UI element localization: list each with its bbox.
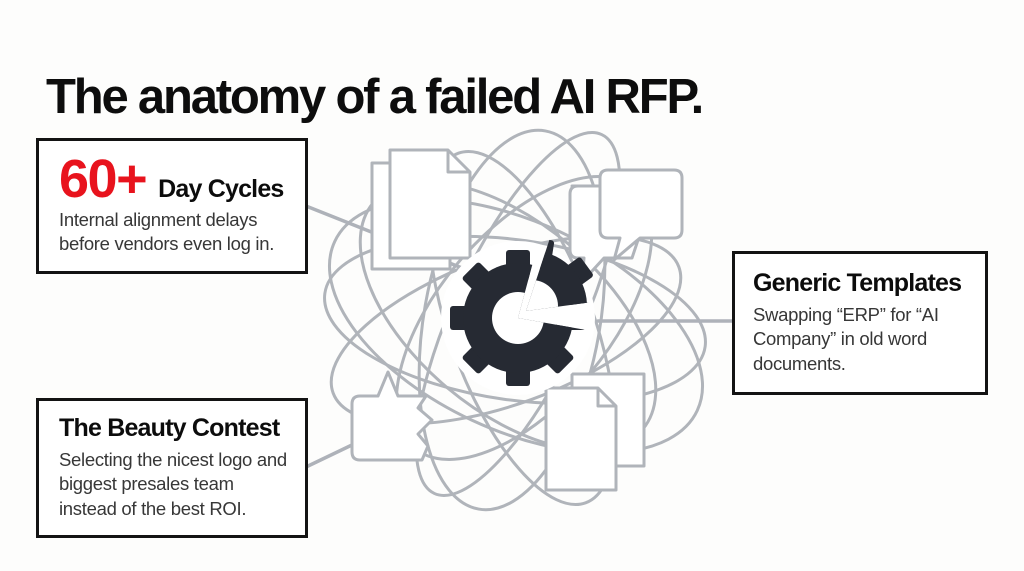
generic-templates-heading: Generic Templates <box>753 269 962 297</box>
callout-day-cycles: 60+ Day Cycles Internal alignment delays… <box>36 138 308 274</box>
callout-generic-templates: Generic Templates Swapping “ERP” for “AI… <box>732 251 988 396</box>
broken-gear-icon <box>441 228 610 395</box>
generic-templates-body: Swapping “ERP” for “AI Company” in old w… <box>753 303 939 374</box>
beauty-contest-heading: The Beauty Contest <box>59 414 280 442</box>
document-stack-icon <box>544 372 646 492</box>
page-title: The anatomy of a failed AI RFP. <box>46 69 704 124</box>
document-stack-icon <box>370 148 472 271</box>
day-cycles-heading-row: 60+ Day Cycles <box>59 151 287 208</box>
day-cycles-stat: 60+ <box>59 149 148 209</box>
beauty-contest-body: Selecting the nicest logo and biggest pr… <box>59 448 287 519</box>
callout-beauty-contest: The Beauty Contest Selecting the nicest … <box>36 398 308 539</box>
broken-speech-bubble-icon <box>350 370 434 462</box>
broken-speech-bubbles-icon <box>568 168 684 284</box>
day-cycles-heading: Day Cycles <box>158 175 284 203</box>
day-cycles-body: Internal alignment delays before vendors… <box>59 208 275 255</box>
